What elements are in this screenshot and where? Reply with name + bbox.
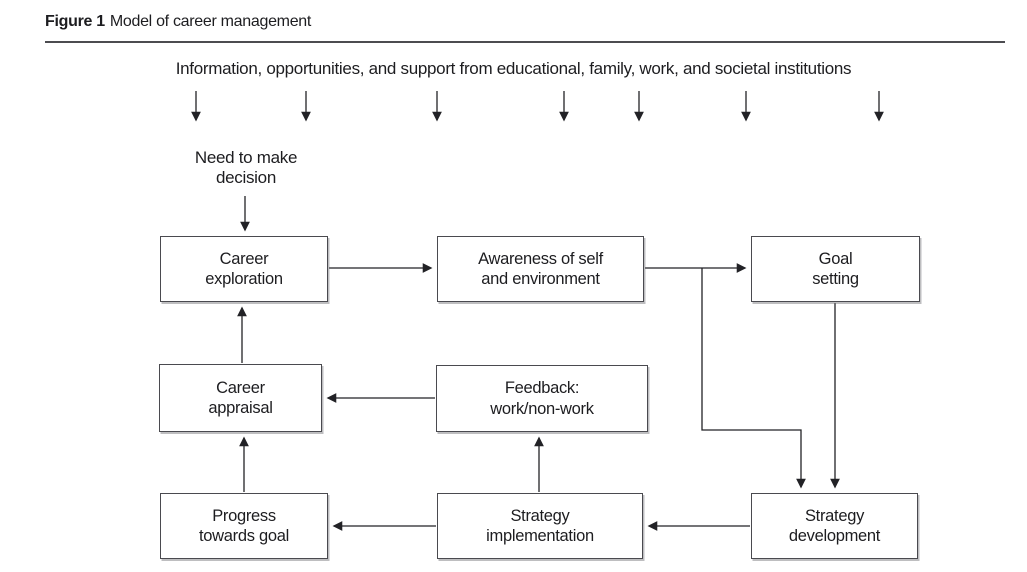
institutions-banner-text: Information, opportunities, and support … bbox=[175, 59, 852, 78]
node-goal-setting: Goal setting bbox=[751, 236, 920, 302]
figure-caption-text: Model of career management bbox=[109, 13, 312, 30]
node-awareness-of-self-and-environment: Awareness of self and environment bbox=[437, 236, 644, 302]
node-strategy-development: Strategy development bbox=[751, 493, 918, 559]
node-strategy-implementation: Strategy implementation bbox=[437, 493, 643, 559]
node-feedback-work-non-work: Feedback: work/non-work bbox=[436, 365, 648, 432]
caption-divider-rule bbox=[45, 41, 1005, 43]
node-career-exploration: Career exploration bbox=[160, 236, 328, 302]
node-career-appraisal: Career appraisal bbox=[159, 364, 322, 432]
node-progress-towards-goal: Progress towards goal bbox=[160, 493, 328, 559]
figure-number-label: Figure 1 bbox=[45, 13, 105, 30]
need-decision-label: Need to make decision bbox=[194, 148, 298, 188]
